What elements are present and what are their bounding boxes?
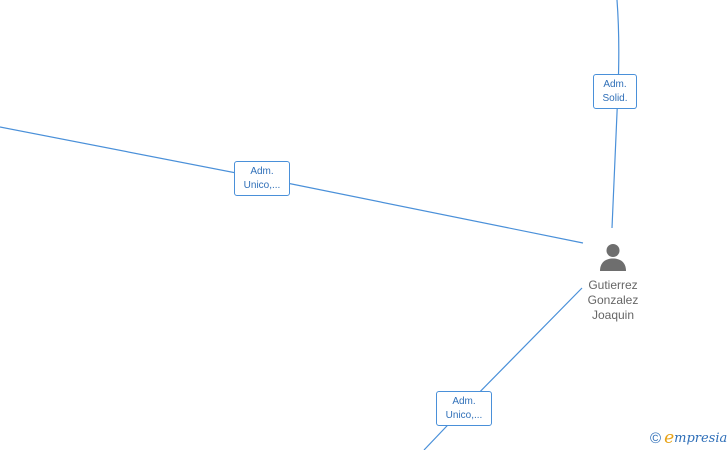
person-node[interactable]: Gutierrez Gonzalez Joaquin <box>578 242 648 323</box>
brand-watermark: © e mpresia <box>650 428 727 448</box>
edge-line-top-right <box>611 0 620 229</box>
person-icon <box>600 244 626 271</box>
edge-label-line2: Solid. <box>602 93 628 104</box>
person-name: Gutierrez Gonzalez Joaquin <box>578 278 648 323</box>
edge-label-line1: Adm. <box>452 396 476 407</box>
person-name-line1: Gutierrez <box>588 278 638 292</box>
brand-logo-text: mpresia <box>674 430 728 446</box>
person-name-line2: Gonzalez <box>587 293 639 307</box>
edge-label-line2: Unico,... <box>243 180 281 191</box>
copyright-icon: © <box>650 429 662 447</box>
edge-label-line2: Unico,... <box>445 410 483 421</box>
edge-label-line1: Adm. <box>603 79 627 90</box>
edge-label-bottom[interactable]: Adm. Unico,... <box>436 391 492 426</box>
edge-label-line1: Adm. <box>250 166 274 177</box>
edge-label-top-right[interactable]: Adm. Solid. <box>593 74 637 109</box>
edge-line-left <box>0 126 584 244</box>
person-name-line3: Joaquin <box>591 308 635 322</box>
edge-label-left[interactable]: Adm. Unico,... <box>234 161 290 196</box>
brand-logo-initial: e <box>664 428 675 448</box>
